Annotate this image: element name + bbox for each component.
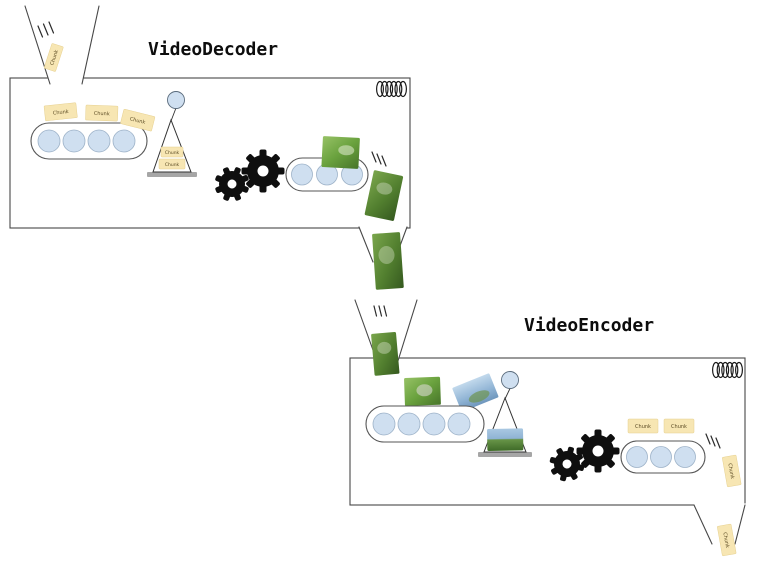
belt-roller [626, 446, 648, 468]
video-frame [364, 170, 404, 221]
decoder-factory-box [9, 77, 411, 229]
encoder-funnel-right-wall [396, 299, 418, 365]
belt-roller [650, 446, 672, 468]
svg-text:Chunk: Chunk [635, 424, 651, 430]
svg-text:Chunk: Chunk [53, 109, 70, 117]
belt-roller [372, 412, 396, 436]
belt-roller [422, 412, 446, 436]
encoder-factory-box [349, 357, 746, 506]
motion-lines-icon [371, 151, 387, 167]
chunk-note: Chunk [717, 523, 737, 557]
gear-icon [241, 149, 285, 193]
chunk-note: Chunk [43, 102, 78, 122]
encoder-chute-right-wall [734, 504, 746, 545]
crane-platform [147, 172, 197, 177]
decoder-funnel-right-wall [81, 5, 100, 85]
belt-roller [674, 446, 696, 468]
chunk-note: Chunk [627, 418, 659, 434]
decoder-title: VideoDecoder [148, 39, 278, 60]
video-encoder-diagram: VideoEncoder [349, 299, 746, 545]
chunk-note: Chunk [158, 158, 186, 170]
encoder-funnel-opening [355, 300, 417, 360]
svg-text:Chunk: Chunk [721, 532, 730, 549]
spring-icon [711, 361, 744, 379]
gear-icon [576, 429, 620, 473]
chunk-note: Chunk [160, 146, 184, 158]
svg-text:Chunk: Chunk [165, 162, 180, 168]
belt-roller [291, 163, 313, 186]
encoder-chute-opening [694, 503, 746, 507]
decoder-chute-opening [359, 226, 407, 230]
chunk-note: Chunk [663, 418, 695, 434]
motion-lines-icon [37, 21, 55, 38]
belt-roller [447, 412, 471, 436]
encoder-chute-left-wall [693, 504, 713, 545]
decoder-chute-left-wall [358, 226, 374, 263]
belt-roller [112, 129, 136, 153]
crane-platform [478, 452, 532, 457]
motion-lines-icon [705, 433, 721, 449]
video-frame [371, 331, 400, 376]
encoder-title: VideoEncoder [524, 315, 654, 336]
belt-roller [397, 412, 421, 436]
video-frame [372, 232, 404, 290]
video-decoder-diagram: VideoDecoder Chunk Chunk [9, 5, 411, 263]
motion-lines-icon [373, 305, 388, 317]
chunk-note: Chunk [85, 104, 119, 122]
crane-string [170, 107, 177, 122]
belt-roller [37, 129, 61, 153]
svg-text:Chunk: Chunk [94, 111, 110, 118]
svg-text:Chunk: Chunk [129, 116, 146, 126]
chunk-note: Chunk [44, 43, 64, 72]
chunk-note: Chunk [722, 454, 742, 488]
video-frame [321, 136, 360, 169]
video-frame [404, 376, 441, 406]
svg-text:Chunk: Chunk [726, 463, 735, 480]
crane-balloon [501, 371, 519, 389]
decoder-funnel-left-wall [24, 5, 51, 85]
crane-string [504, 388, 511, 400]
belt-roller [62, 129, 86, 153]
spring-icon [376, 80, 407, 98]
video-frame [452, 373, 499, 412]
svg-text:Chunk: Chunk [671, 424, 687, 430]
belt-roller [87, 129, 111, 153]
crane-balloon [167, 91, 185, 109]
decoder-funnel-opening [25, 6, 99, 80]
svg-text:Chunk: Chunk [165, 150, 180, 156]
chunk-note: Chunk [120, 108, 156, 132]
video-frame [487, 428, 524, 451]
svg-text:Chunk: Chunk [49, 49, 60, 66]
